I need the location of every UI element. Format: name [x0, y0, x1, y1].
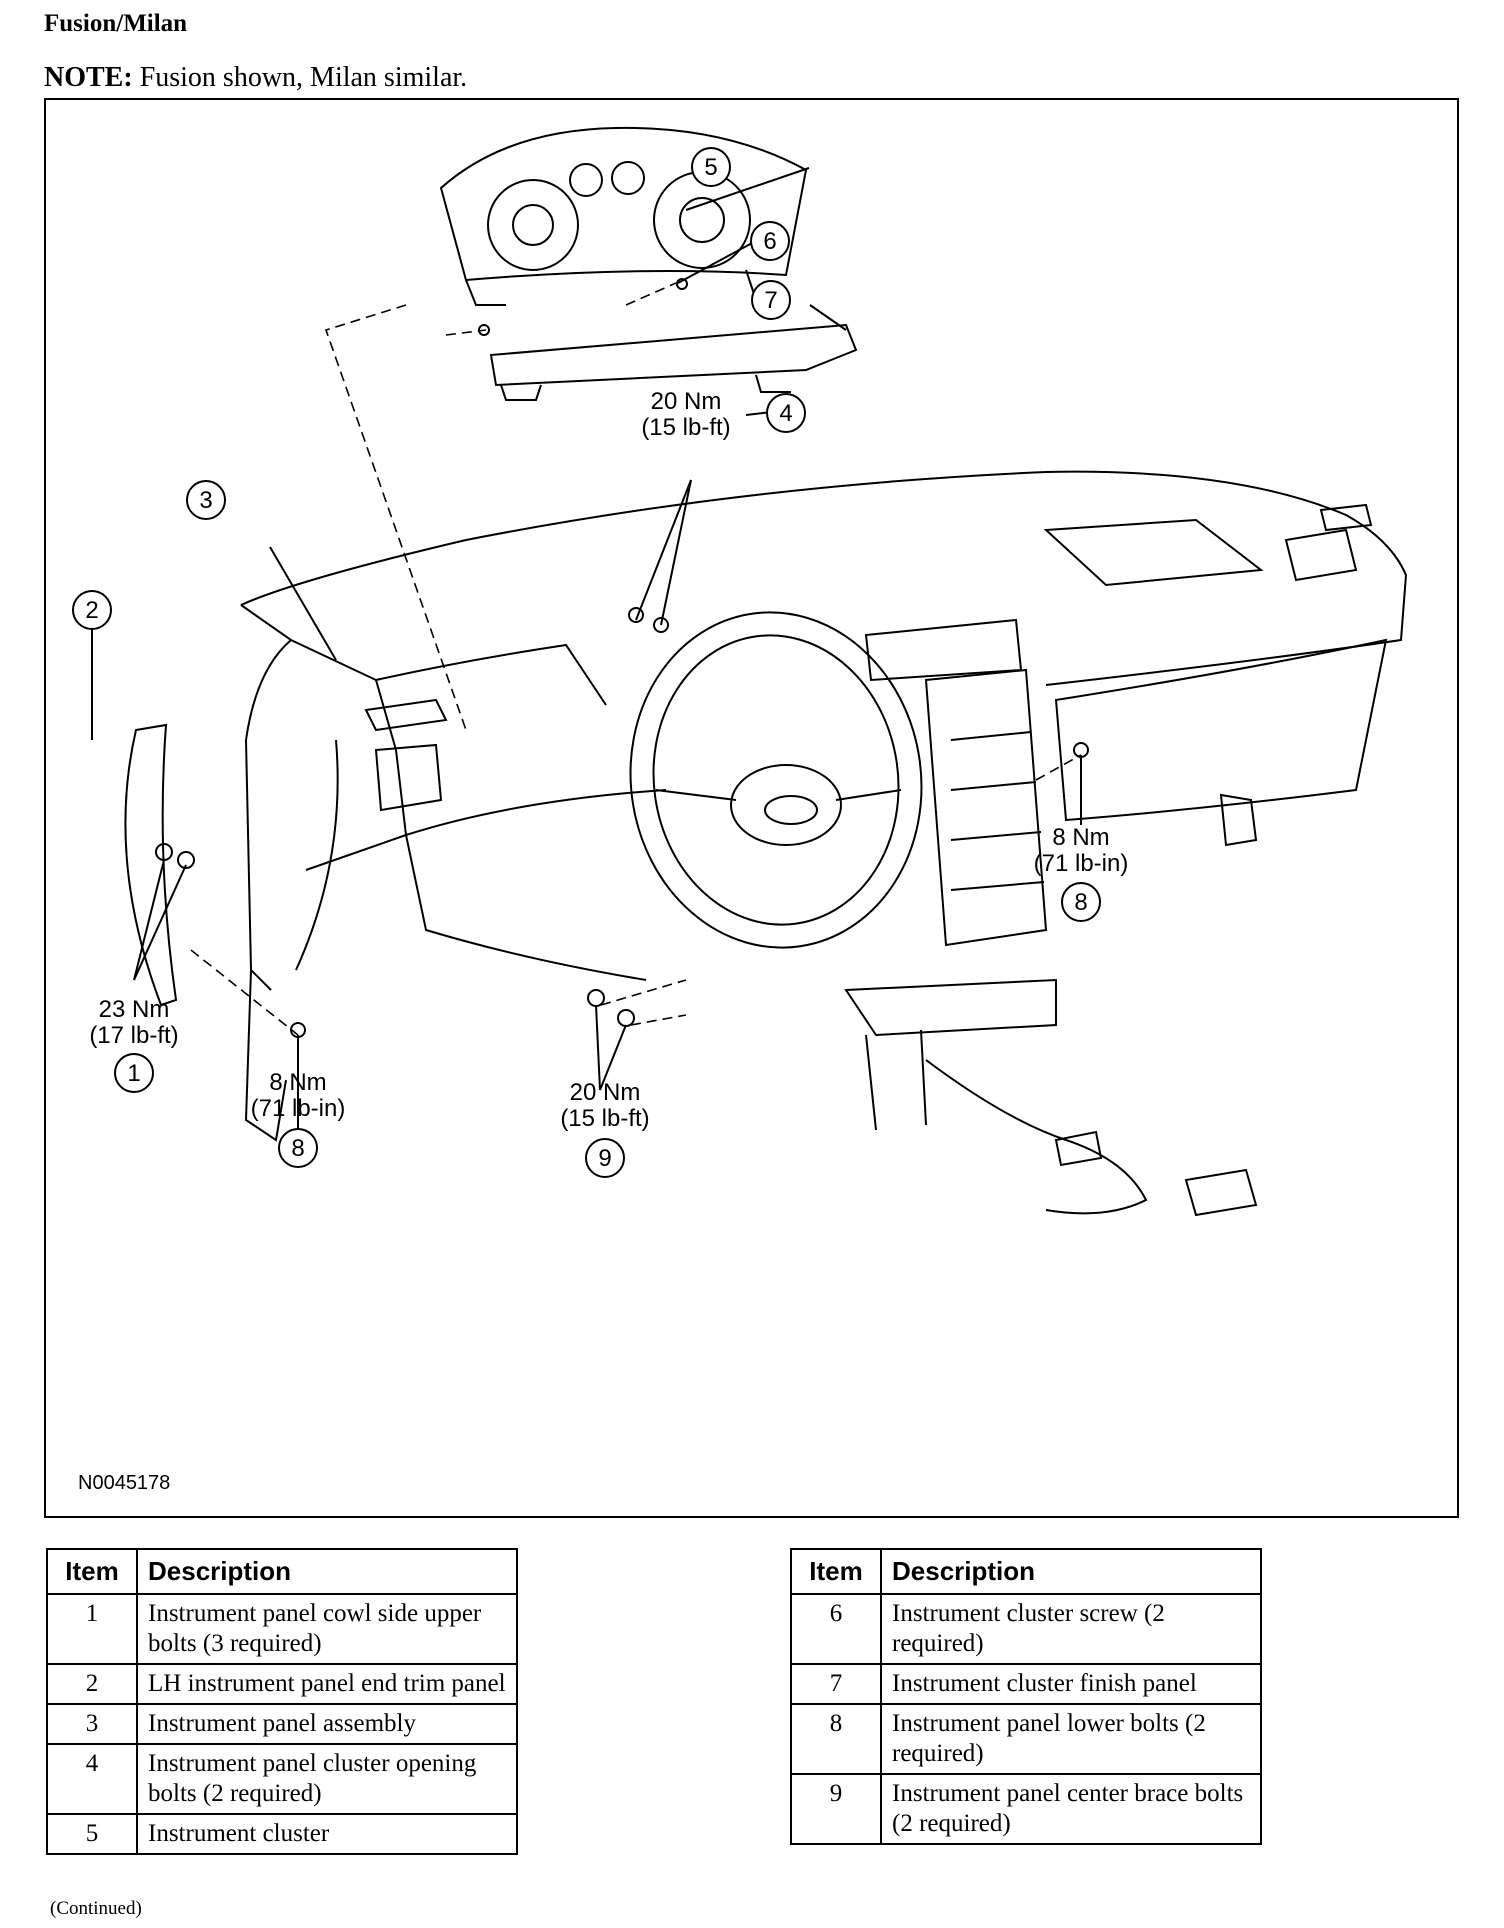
- callout-number-8b: 8: [1074, 889, 1087, 916]
- callout-circle-8b: [1061, 882, 1101, 922]
- callout-circle-3: [186, 480, 226, 520]
- page-title: Fusion/Milan: [44, 10, 188, 37]
- torque-9-metric: 20 Nm: [570, 1079, 641, 1106]
- bolt-markers: [155, 278, 1089, 1038]
- callout-number-3: 3: [199, 487, 212, 514]
- callout-number-1: 1: [127, 1060, 140, 1087]
- continued-label: (Continued): [50, 1898, 142, 1919]
- note-text: Fusion shown, Milan similar.: [132, 62, 468, 93]
- torque-4-metric: 20 Nm: [651, 388, 722, 415]
- column-header-item: Item: [790, 1548, 882, 1595]
- item-number: 4: [46, 1743, 138, 1815]
- torque-4-imperial: (15 lb-ft): [641, 414, 730, 441]
- exploded-view-figure: 1 2 3 4 5 6 7 8 8 9 23 Nm (17 lb-ft) 20 …: [44, 98, 1459, 1518]
- item-description: Instrument panel lower bolts (2 required…: [880, 1703, 1262, 1775]
- note-label: NOTE:: [44, 62, 133, 93]
- callout-number-9: 9: [598, 1145, 611, 1172]
- torque-8b-imperial: (71 lb-in): [1034, 850, 1129, 877]
- item-number: 9: [790, 1773, 882, 1845]
- item-description: LH instrument panel end trim panel: [136, 1663, 518, 1705]
- column-header-description: Description: [136, 1548, 518, 1595]
- callout-number-2: 2: [85, 597, 98, 624]
- item-description: Instrument cluster screw (2 required): [880, 1593, 1262, 1665]
- column-header-description: Description: [880, 1548, 1262, 1595]
- instrument-panel-drawing: [124, 470, 1408, 1217]
- item-description: Instrument panel center brace bolts (2 r…: [880, 1773, 1262, 1845]
- instrument-panel-illustration: 1 2 3 4 5 6 7 8 8 9 23 Nm (17 lb-ft) 20 …: [72, 126, 1408, 1494]
- instrument-cluster-drawing: [439, 126, 858, 401]
- item-number: 3: [46, 1703, 138, 1745]
- torque-1-metric: 23 Nm: [99, 996, 170, 1023]
- callout-number-5: 5: [704, 154, 717, 181]
- item-number: 8: [790, 1703, 882, 1775]
- item-number: 6: [790, 1593, 882, 1665]
- leader-lines: [91, 167, 1082, 1130]
- table-header-row: Item Description: [46, 1548, 518, 1595]
- callout-circle-8a: [278, 1128, 318, 1168]
- torque-8a-imperial: (71 lb-in): [251, 1095, 346, 1122]
- callout-number-4: 4: [779, 400, 792, 427]
- figure-id: N0045178: [78, 1472, 170, 1494]
- torque-9-imperial: (15 lb-ft): [560, 1105, 649, 1132]
- callout-circle-6: [750, 221, 790, 261]
- item-number: 5: [46, 1813, 138, 1855]
- item-description: Instrument cluster finish panel: [880, 1663, 1262, 1705]
- callout-circle-9: [585, 1138, 625, 1178]
- callout-circle-2: [72, 590, 112, 630]
- torque-8b-metric: 8 Nm: [1052, 824, 1109, 851]
- item-number: 7: [790, 1663, 882, 1705]
- callout-circle-4: [766, 393, 806, 433]
- torque-8a-metric: 8 Nm: [269, 1069, 326, 1096]
- item-number: 1: [46, 1593, 138, 1665]
- item-description: Instrument panel cluster opening bolts (…: [136, 1743, 518, 1815]
- item-number: 2: [46, 1663, 138, 1705]
- column-header-item: Item: [46, 1548, 138, 1595]
- callout-circle-7: [751, 280, 791, 320]
- torque-1-imperial: (17 lb-ft): [89, 1022, 178, 1049]
- callout-number-6: 6: [763, 228, 776, 255]
- item-description: Instrument cluster: [136, 1813, 518, 1855]
- alignment-lines: [190, 282, 1082, 1036]
- table-header-row: Item Description: [790, 1548, 1262, 1595]
- callout-number-8a: 8: [291, 1135, 304, 1162]
- callout-number-7: 7: [764, 287, 777, 314]
- callout-circle-5: [691, 147, 731, 187]
- item-description: Instrument panel assembly: [136, 1703, 518, 1745]
- callout-circle-1: [114, 1053, 154, 1093]
- note: NOTE: Fusion shown, Milan similar.: [44, 62, 467, 94]
- item-description: Instrument panel cowl side upper bolts (…: [136, 1593, 518, 1665]
